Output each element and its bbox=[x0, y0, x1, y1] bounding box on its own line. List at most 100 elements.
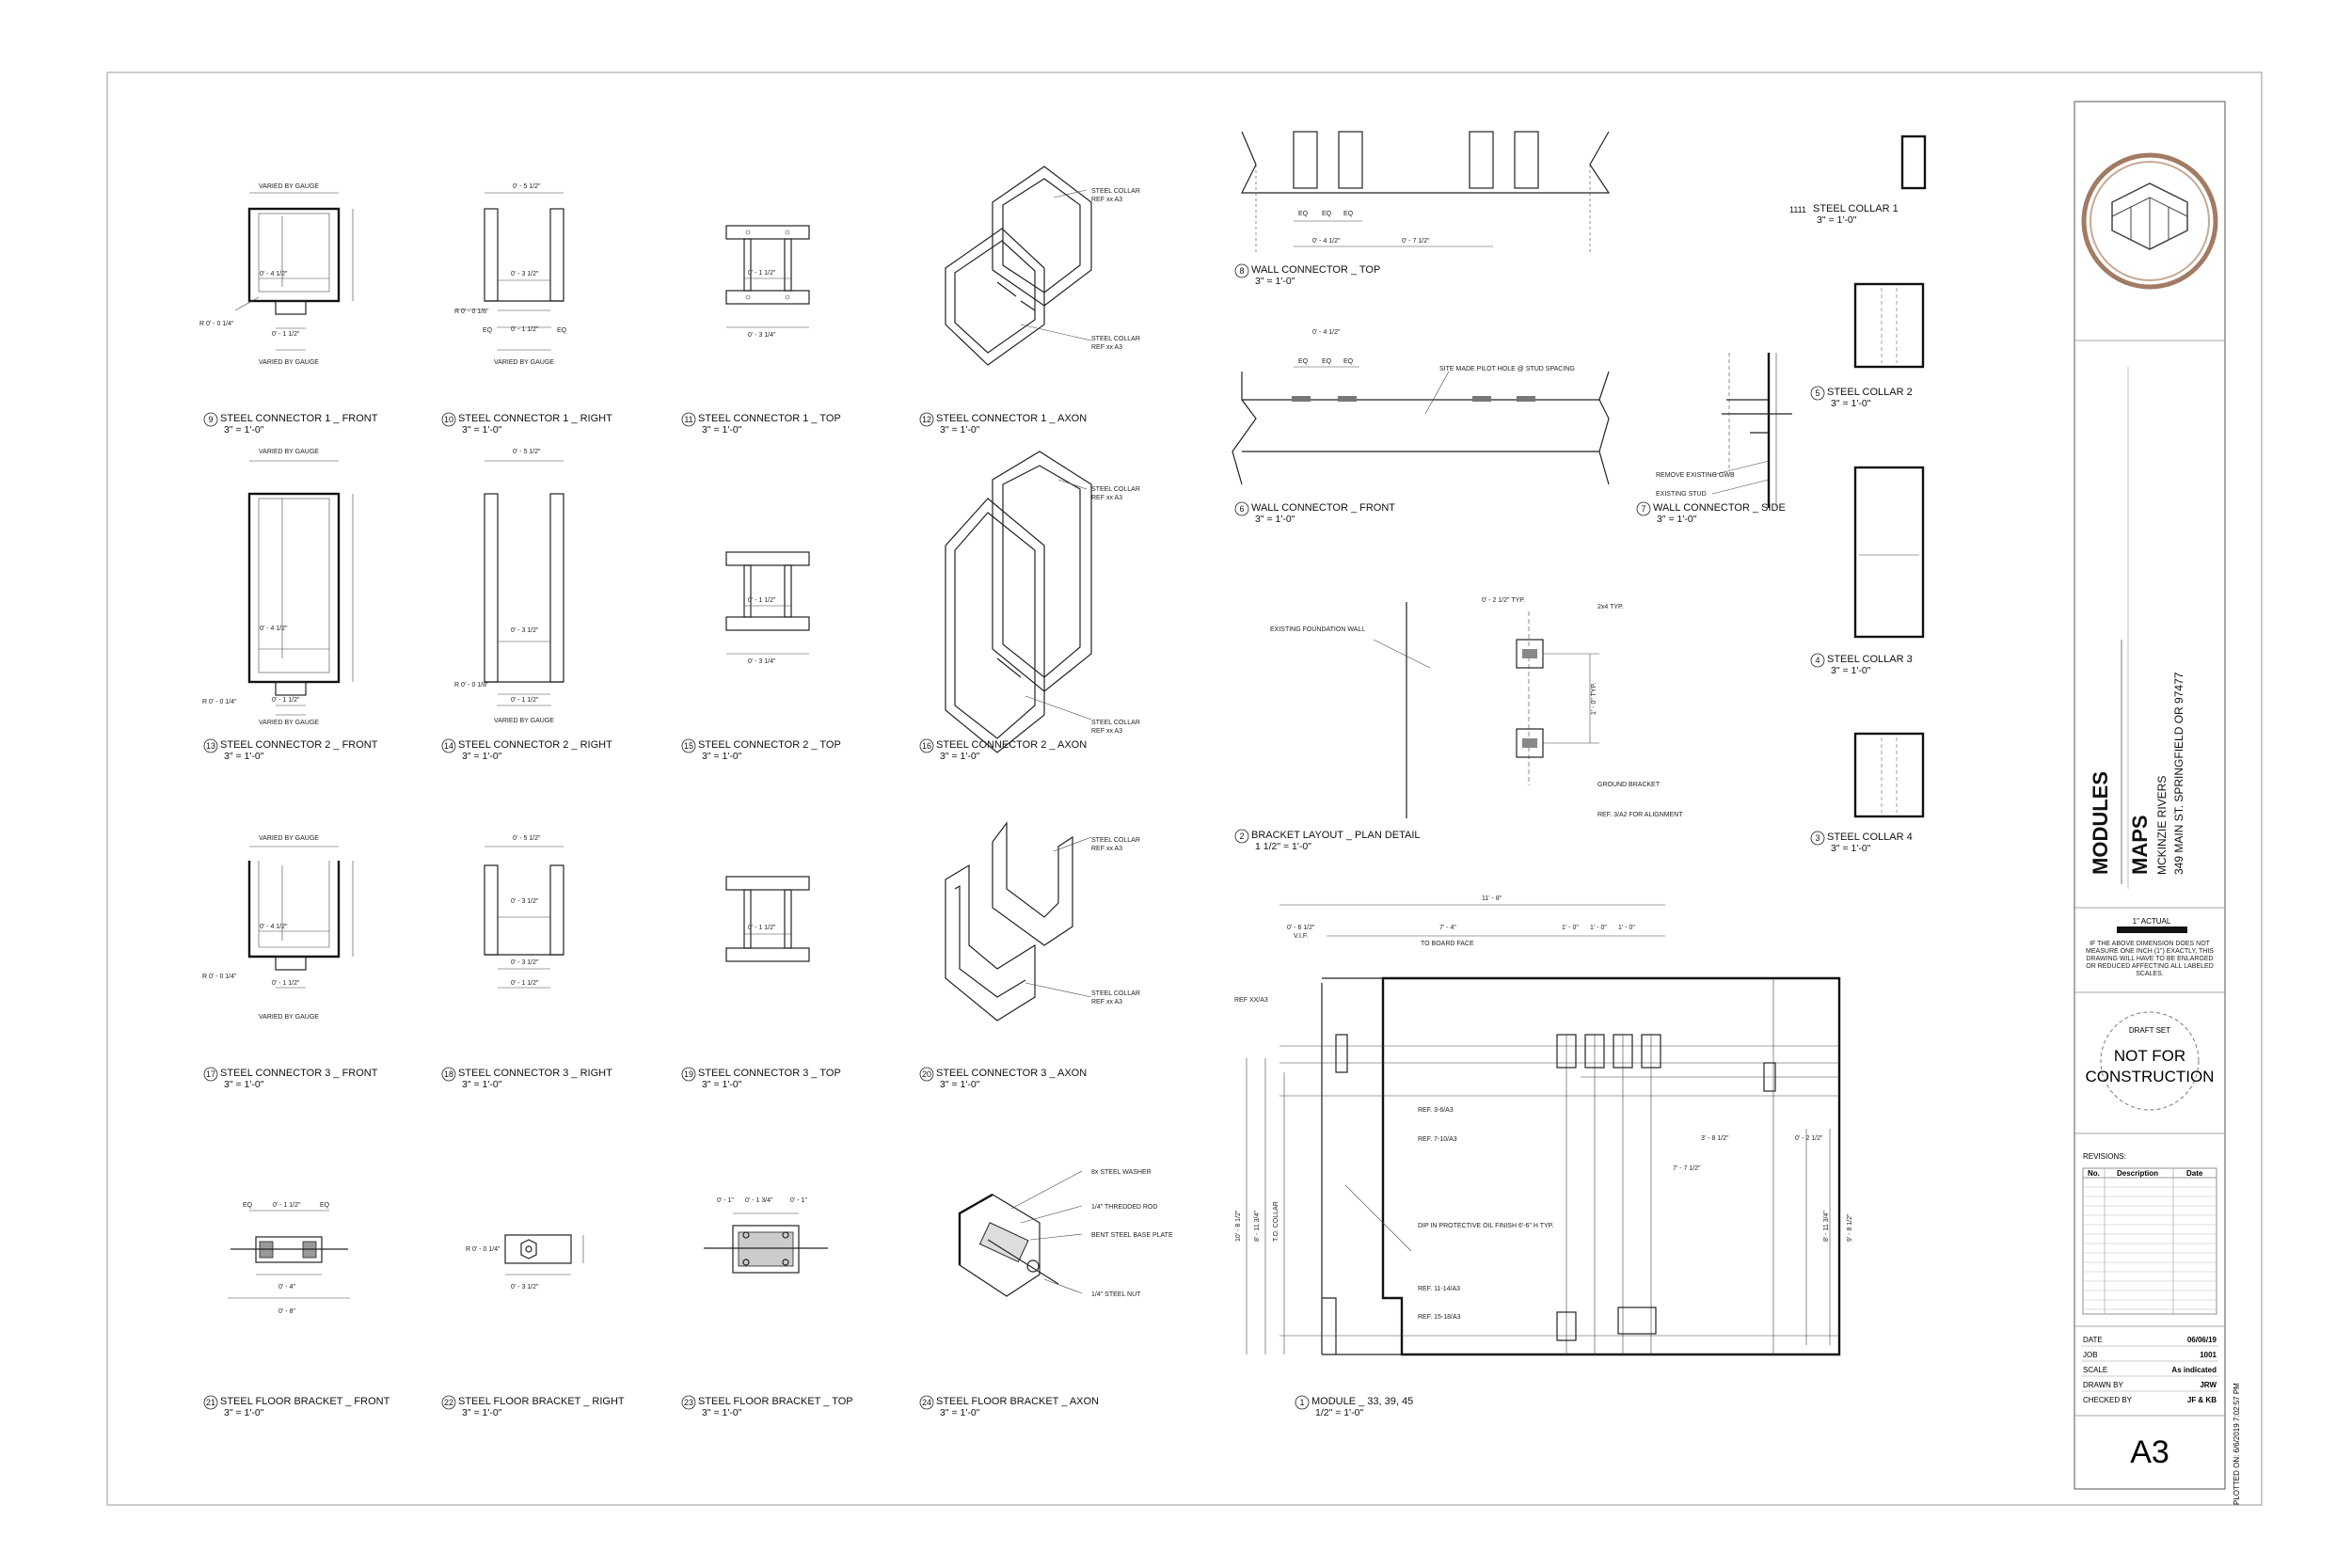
view-number: 24 bbox=[922, 1398, 931, 1407]
view-number: 21 bbox=[206, 1398, 215, 1407]
note-site-pilot: SITE MADE PILOT HOLE @ STUD SPACING bbox=[1439, 366, 1575, 372]
steel-connector-1-front-drawing bbox=[234, 192, 354, 351]
view-scale-text: 3" = 1'-0" bbox=[224, 1407, 264, 1418]
note-ref-20b: REF xx A3 bbox=[1091, 999, 1122, 1006]
note-radius-14: R 0' - 0 1/8" bbox=[454, 682, 489, 689]
note-dim-23-a: 0' - 1" bbox=[717, 1197, 734, 1204]
note-eq-10b: EQ bbox=[557, 327, 567, 334]
view-title-text: STEEL CONNECTOR 1 _ FRONT bbox=[220, 413, 378, 424]
steel-connector-3-right-drawing bbox=[484, 846, 564, 989]
view-number: 17 bbox=[206, 1069, 215, 1079]
scale-check-label: 1" ACTUAL bbox=[2133, 917, 2171, 926]
note-ref-16a: REF xx A3 bbox=[1091, 495, 1122, 501]
view-scale-text: 3" = 1'-0" bbox=[702, 1079, 742, 1090]
note-ref-16b: REF xx A3 bbox=[1091, 728, 1122, 735]
note-collar-16b: STEEL COLLAR bbox=[1091, 720, 1140, 726]
view-number: 11 bbox=[684, 415, 692, 424]
bracket-layout-plan-drawing bbox=[1373, 602, 1599, 818]
view-title-text: STEEL COLLAR 2 bbox=[1827, 387, 1913, 398]
note-eq-10a: EQ bbox=[483, 327, 493, 334]
view-number: 2 bbox=[1239, 832, 1244, 841]
note-varied-gauge-17a: VARIED BY GAUGE bbox=[259, 835, 319, 842]
wall-connector-side-drawing bbox=[1711, 353, 1792, 508]
title-block-fields: DATE 06/06/19 JOB 1001 SCALE As indicate… bbox=[2081, 1336, 2218, 1404]
view-scale-text: 3" = 1'-0" bbox=[940, 1079, 980, 1090]
view-scale-text: 3" = 1'-0" bbox=[702, 424, 742, 436]
view-title-text: STEEL CONNECTOR 2 _ TOP bbox=[698, 739, 841, 751]
note-dim-8-11-right: 8' - 11 3/4" bbox=[1823, 1211, 1830, 1242]
note-collar-12a: STEEL COLLAR bbox=[1091, 188, 1140, 195]
note-dim-1-10b: 1' - 0" bbox=[1590, 925, 1607, 931]
note-radius-10: R 0' - 0 1/8" bbox=[454, 309, 489, 315]
view-title-text: STEEL FLOOR BRACKET _ AXON bbox=[936, 1396, 1099, 1407]
project-subtitle: MAPS bbox=[2128, 815, 2152, 875]
note-ref-11-14: REF. 11-14/A3 bbox=[1418, 1286, 1460, 1292]
note-varied-gauge-10: VARIED BY GAUGE bbox=[494, 359, 554, 366]
note-dim-6-a: 0' - 4 1/2" bbox=[1312, 329, 1341, 336]
view-title-text: BRACKET LAYOUT _ PLAN DETAIL bbox=[1251, 830, 1421, 841]
note-to-board-face: TO BOARD FACE bbox=[1421, 941, 1474, 947]
note-vif: V.I.F. bbox=[1294, 933, 1308, 940]
view-scale-text: 3" = 1'-0" bbox=[1255, 276, 1295, 287]
note-collar-20b: STEEL COLLAR bbox=[1091, 990, 1140, 997]
note-ref-12a: REF xx A3 bbox=[1091, 197, 1122, 203]
view-number: 14 bbox=[444, 741, 453, 751]
note-varied-gauge-14: VARIED BY GAUGE bbox=[494, 718, 554, 724]
view-title-text: STEEL CONNECTOR 1 _ TOP bbox=[698, 413, 841, 424]
view-title-text: WALL CONNECTOR _ TOP bbox=[1251, 264, 1380, 276]
view-scale-text: 3" = 1'-0" bbox=[1831, 665, 1871, 676]
view-scale-text: 3" = 1'-0" bbox=[462, 1407, 502, 1418]
note-washer: 8x STEEL WASHER bbox=[1091, 1169, 1152, 1176]
note-dim-8-a: 0' - 4 1/2" bbox=[1312, 238, 1341, 245]
steel-floor-bracket-front-drawing bbox=[228, 1210, 350, 1299]
note-existing-stud: EXISTING STUD bbox=[1656, 491, 1707, 498]
view-scale-text: 1/2" = 1'-0" bbox=[1315, 1407, 1363, 1418]
note-dim-1-6half: 0' - 6 1/2" bbox=[1287, 925, 1315, 931]
rev-header-no: No. bbox=[2088, 1169, 2100, 1178]
view-title-text: STEEL COLLAR 1 bbox=[1813, 203, 1899, 214]
rev-header-description: Description bbox=[2117, 1169, 2158, 1178]
note-dip-oil: DIP IN PROTECTIVE OIL FINISH 6'-6" H TYP… bbox=[1418, 1223, 1553, 1229]
view-scale-text: 3" = 1'-0" bbox=[462, 1079, 502, 1090]
field-scale-label: SCALE bbox=[2083, 1366, 2107, 1374]
view-number: 23 bbox=[684, 1398, 693, 1407]
note-dim-2-typ: 0' - 2 1/2" TYP. bbox=[1482, 597, 1525, 604]
view-number: 1111 bbox=[1789, 205, 1806, 214]
revisions-label: REVISIONS: bbox=[2083, 1152, 2126, 1161]
note-dim-7-7half: 7' - 7 1/2" bbox=[1673, 1165, 1701, 1172]
view-title-text: STEEL CONNECTOR 1 _ AXON bbox=[936, 413, 1087, 424]
note-ref-3-6: REF. 3-6/A3 bbox=[1418, 1107, 1454, 1114]
note-varied-gauge-9a: VARIED BY GAUGE bbox=[259, 183, 319, 190]
note-dim-1-10c: 1' - 0" bbox=[1618, 925, 1635, 931]
view-scale-text: 3" = 1'-0" bbox=[940, 1407, 980, 1418]
view-number-circle bbox=[441, 1067, 456, 1082]
steel-floor-bracket-axon-drawing bbox=[958, 1170, 1083, 1297]
note-collar-12b: STEEL COLLAR bbox=[1091, 336, 1140, 342]
view-number: 5 bbox=[1815, 388, 1820, 398]
note-varied-gauge-13b: VARIED BY GAUGE bbox=[259, 720, 319, 726]
view-number-circle bbox=[203, 1067, 218, 1082]
view-scale-text: 3" = 1'-0" bbox=[702, 751, 742, 762]
view-scale-text: 3" = 1'-0" bbox=[1255, 514, 1295, 525]
wall-connector-front-drawing bbox=[1232, 366, 1610, 485]
title-block: MODULES MAPS MCKINZIE RIVERS 349 MAIN ST… bbox=[2074, 101, 2241, 1505]
note-ref-7-10: REF. 7-10/A3 bbox=[1418, 1136, 1457, 1143]
steel-connector-2-axon-drawing bbox=[945, 451, 1092, 753]
view-number: 3 bbox=[1815, 833, 1820, 843]
note-dim-21-8: 0' - 8" bbox=[278, 1308, 295, 1315]
view-number-circle bbox=[681, 1067, 696, 1082]
note-eq-8c: EQ bbox=[1343, 211, 1354, 217]
view-number: 1 bbox=[1299, 1398, 1304, 1407]
view-number-circle bbox=[441, 1395, 456, 1410]
field-job-label: JOB bbox=[2083, 1351, 2098, 1359]
